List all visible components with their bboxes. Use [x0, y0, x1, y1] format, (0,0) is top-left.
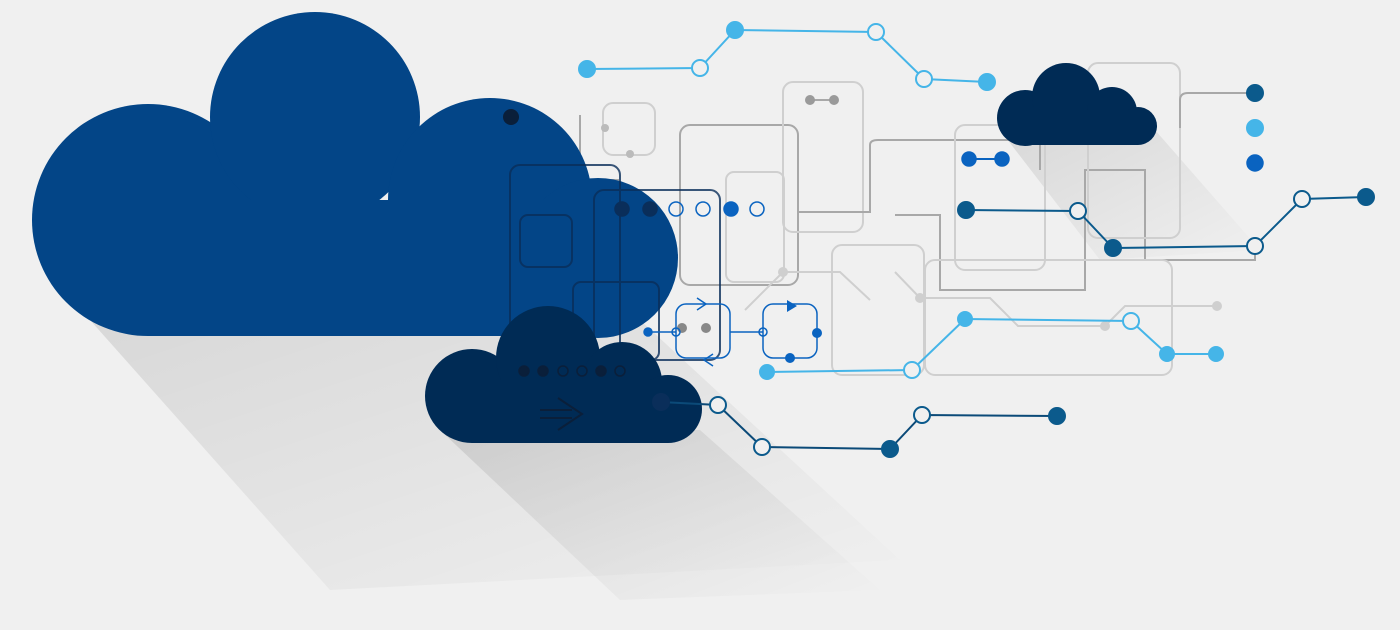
- cloud-shape: [696, 297, 714, 367]
- gray-nodes: [601, 95, 1222, 331]
- gray-node: [1212, 301, 1222, 311]
- small-cloud-shadow: [440, 430, 880, 600]
- network-node: [1069, 202, 1087, 220]
- network-node: [1122, 312, 1140, 330]
- blue-node: [785, 353, 795, 363]
- network-node: [557, 365, 569, 377]
- network-node: [614, 365, 626, 377]
- cloud-shape: [472, 380, 668, 443]
- circuit-frame: [679, 124, 799, 286]
- network-node: [1357, 188, 1375, 206]
- network-node: [671, 327, 681, 337]
- network-node: [915, 70, 933, 88]
- circuit-frame: [1087, 62, 1181, 239]
- large-cloud: [32, 12, 678, 338]
- network-node: [913, 406, 931, 424]
- network-node: [1246, 237, 1264, 255]
- network-node: [957, 201, 975, 219]
- cloud-dots-row: [518, 365, 626, 377]
- network-node: [643, 327, 653, 337]
- network-node: [537, 365, 549, 377]
- network-node: [1246, 84, 1264, 102]
- network-node: [652, 393, 670, 411]
- dark-line-bottom: [660, 401, 1058, 451]
- gray-node: [829, 95, 839, 105]
- light-blue-line-top: [586, 28, 988, 83]
- small-cloud: [425, 306, 702, 443]
- gray-node: [701, 323, 711, 333]
- network-node: [881, 440, 899, 458]
- cloud-shape: [586, 28, 1367, 451]
- circuit-frame: [924, 259, 1173, 376]
- gray-node: [805, 95, 815, 105]
- network-node: [903, 361, 921, 379]
- light-blue-line-mid: [766, 317, 1216, 373]
- network-node: [1246, 119, 1264, 137]
- network-node: [759, 364, 775, 380]
- network-node: [668, 201, 684, 217]
- circuit-frame: [782, 81, 864, 233]
- cloud-shape: [1025, 110, 1138, 145]
- circuit-frames: [579, 62, 1256, 376]
- arrow-right-icon: [540, 397, 584, 431]
- mid-blue-line-right: [965, 196, 1367, 250]
- network-node: [695, 201, 711, 217]
- blue-node: [812, 328, 822, 338]
- network-node: [1293, 190, 1311, 208]
- network-node: [961, 151, 977, 167]
- gray-node: [626, 150, 634, 158]
- circuit-trace: [895, 169, 1256, 291]
- gray-node: [915, 293, 925, 303]
- top-cloud-shadow: [1000, 130, 1260, 260]
- network-node: [518, 365, 530, 377]
- network-node: [1048, 407, 1066, 425]
- gray-node: [601, 124, 609, 132]
- circuit-trace: [1179, 92, 1255, 128]
- network-node: [994, 151, 1010, 167]
- network-node: [691, 59, 709, 77]
- network-node: [1208, 346, 1224, 362]
- gray-node: [1100, 321, 1110, 331]
- cloud-shape: [593, 189, 721, 361]
- network-node: [1104, 239, 1122, 257]
- network-node: [957, 311, 973, 327]
- network-node: [1159, 346, 1175, 362]
- network-node: [642, 201, 658, 217]
- network-node: [978, 73, 996, 91]
- network-node: [595, 365, 607, 377]
- network-node: [614, 201, 630, 217]
- cloud-shape: [519, 214, 573, 268]
- network-node: [578, 60, 596, 78]
- cloud-shape: [675, 303, 731, 359]
- network-node: [576, 365, 588, 377]
- arrow-icon: [787, 300, 797, 312]
- network-node: [709, 396, 727, 414]
- top-right-cloud: [997, 63, 1157, 146]
- network-node: [758, 327, 768, 337]
- gray-node: [778, 267, 788, 277]
- network-node: [749, 201, 765, 217]
- circuit-trace: [798, 139, 1041, 213]
- nodes-light-blue: [578, 21, 1264, 380]
- nodes-mid-blue: [652, 84, 1375, 458]
- dark-node: [503, 109, 519, 125]
- network-node: [1246, 154, 1264, 172]
- circuit-frame: [725, 171, 785, 283]
- nodes-bright-blue: [614, 151, 1264, 337]
- network-node: [210, 12, 420, 222]
- network-node: [867, 23, 885, 41]
- network-node: [723, 201, 739, 217]
- network-node: [726, 21, 744, 39]
- circuit-trace: [744, 271, 871, 311]
- network-node: [753, 438, 771, 456]
